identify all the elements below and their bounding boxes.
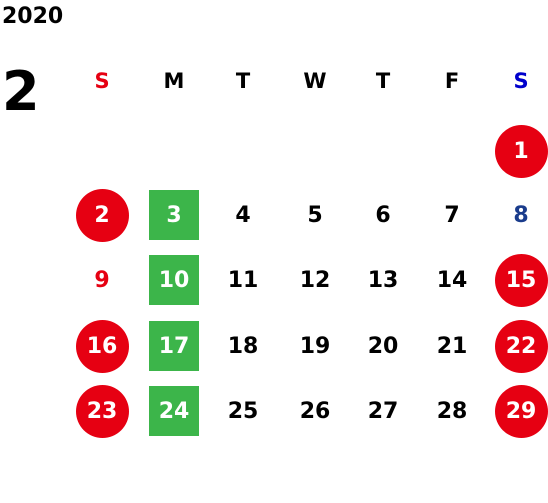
day-cell[interactable]: 13 [367,267,399,293]
year-label: 2020 [2,4,64,29]
highlighted-day-cell[interactable]: 17 [149,321,199,371]
weekday-label-tue: T [235,69,251,93]
day-cell[interactable]: 21 [436,333,468,359]
day-cell[interactable]: 12 [299,267,331,293]
highlighted-day-cell[interactable]: 10 [149,255,199,305]
day-cell[interactable]: 28 [436,398,468,424]
holiday-day-cell[interactable]: 29 [494,384,548,438]
holiday-day-cell[interactable]: 2 [75,188,129,242]
holiday-day-cell[interactable]: 22 [494,319,548,373]
weekday-label-fri: F [444,69,460,93]
day-cell[interactable]: 27 [367,398,399,424]
holiday-day-cell[interactable]: 16 [75,319,129,373]
highlighted-day-cell[interactable]: 24 [149,386,199,436]
day-cell[interactable]: 11 [227,267,259,293]
weekday-label-sun: S [94,69,110,93]
day-cell[interactable]: 25 [227,398,259,424]
day-cell[interactable]: 26 [299,398,331,424]
holiday-day-cell[interactable]: 15 [494,253,548,307]
month-number: 2 [2,60,40,123]
weekday-label-thu: T [375,69,391,93]
holiday-day-cell[interactable]: 23 [75,384,129,438]
day-cell[interactable]: 7 [444,202,460,228]
day-cell[interactable]: 4 [235,202,251,228]
day-cell[interactable]: 20 [367,333,399,359]
day-cell[interactable]: 6 [375,202,391,228]
highlighted-day-cell[interactable]: 3 [149,190,199,240]
weekday-label-mon: M [163,69,185,93]
day-cell[interactable]: 19 [299,333,331,359]
saturday-day-cell[interactable]: 8 [513,202,529,228]
day-cell[interactable]: 5 [307,202,323,228]
sunday-day-cell[interactable]: 9 [94,267,110,293]
holiday-day-cell[interactable]: 1 [494,124,548,178]
weekday-label-sat: S [513,69,529,93]
day-cell[interactable]: 14 [436,267,468,293]
weekday-label-wed: W [303,69,327,93]
day-cell[interactable]: 18 [227,333,259,359]
